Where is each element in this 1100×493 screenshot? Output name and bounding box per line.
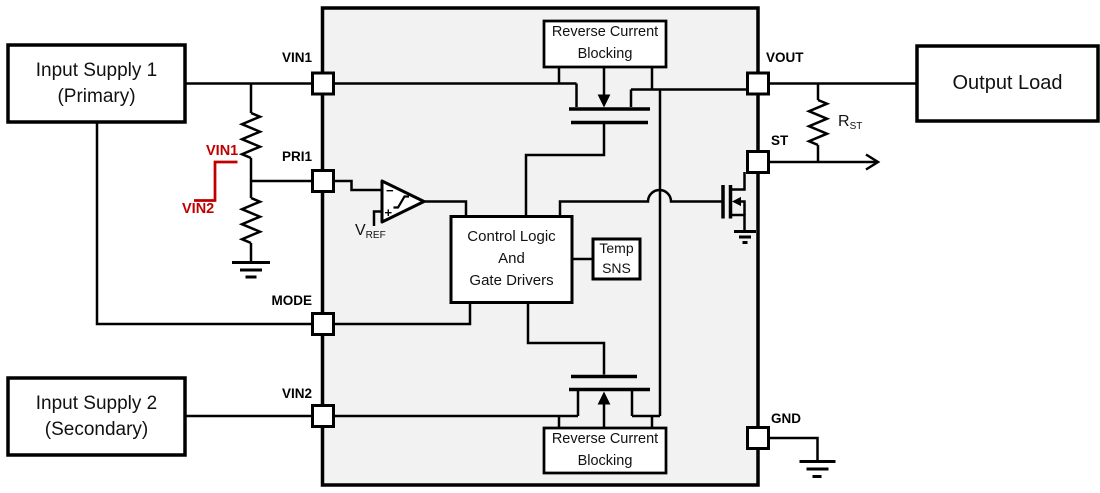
ground-symbols [232, 230, 836, 478]
comparator: − + [380, 179, 426, 224]
resistor-r1 [238, 111, 264, 160]
temp-sns-box [591, 237, 642, 281]
st-fet-body-arrow [732, 196, 741, 207]
pin-vin2 [311, 404, 335, 428]
wire-pri1-to-comparator [334, 179, 382, 192]
resistor-r2 [238, 196, 264, 245]
wire-st-gate-with-hop [558, 188, 722, 216]
resistor-rst [805, 98, 831, 147]
mosfet-bars [569, 107, 733, 392]
rcb-top-arrowhead [597, 94, 611, 108]
ic-pins [311, 71, 770, 450]
output-load-box [915, 44, 1100, 123]
wire-comparator-out [424, 200, 468, 216]
wire-gnd-lead [769, 436, 819, 461]
st-arrowhead [865, 153, 881, 171]
pin-pri1 [311, 169, 335, 193]
ground-st-fet [734, 230, 756, 244]
st-fet-drain-lead [730, 172, 746, 191]
st-fet-body-lead [740, 200, 746, 215]
top-fet-gate-lead [524, 124, 606, 216]
wire-supply1-to-mode [95, 122, 313, 326]
ground-divider [232, 261, 270, 279]
internal-blocks [449, 19, 668, 475]
rcb-bottom-box [542, 426, 668, 475]
comparator-triangle [380, 179, 426, 224]
wires [95, 67, 917, 461]
pin-vout [746, 71, 770, 96]
control-logic-box [449, 215, 574, 304]
pin-vin1 [311, 71, 335, 96]
ground-gnd-pin [799, 460, 836, 478]
st-fet-source-lead [730, 213, 746, 231]
fet-arrows [597, 94, 741, 405]
pin-mode [311, 312, 335, 336]
wire-vref-lead [372, 210, 382, 226]
bottom-fet-gate-lead [526, 303, 606, 375]
input-supply-1-box [6, 43, 187, 124]
comparator-plus-sign: + [385, 205, 393, 220]
input-supply-2-box [6, 376, 187, 457]
hysteresis-icon [393, 195, 409, 209]
rcb-bottom-arrowhead [597, 391, 611, 405]
rcb-top-box [542, 19, 668, 69]
external-boxes [6, 43, 1100, 457]
pin-st [746, 150, 770, 174]
switchover-waveform [194, 160, 238, 202]
wire-mode-internal [333, 303, 472, 326]
pin-gnd [746, 426, 770, 450]
comparator-minus-sign: − [386, 183, 394, 198]
